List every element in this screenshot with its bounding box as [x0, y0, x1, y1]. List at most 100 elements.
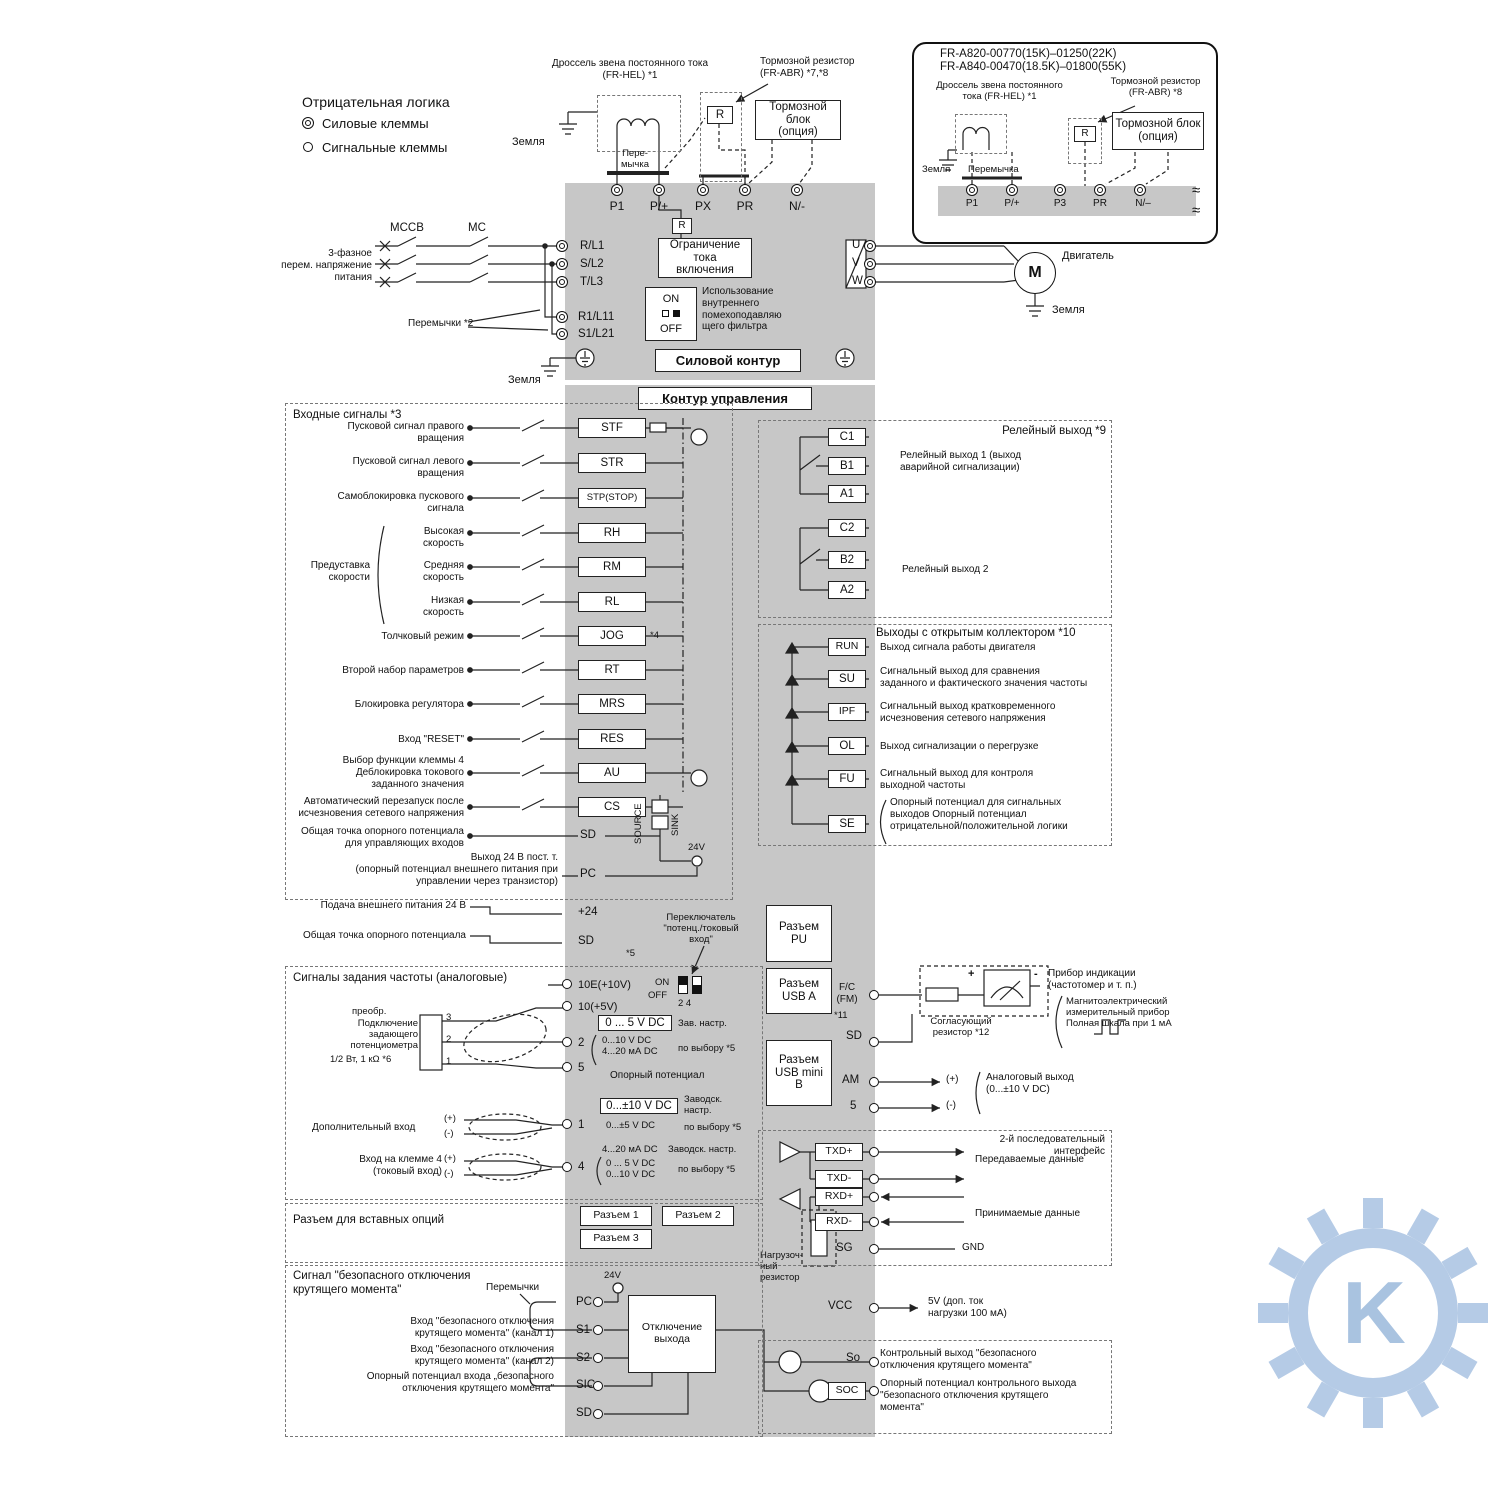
- rx-data-label: Принимаемые данные: [975, 1208, 1081, 1219]
- terminal-pr-circle: [739, 184, 751, 196]
- indicator-label: Прибор индикации (частотомер и т. п.): [1048, 968, 1137, 991]
- label-cs: Автоматический перезапуск после исчезнов…: [298, 796, 464, 819]
- terminal-cs: CS: [578, 797, 646, 817]
- group-box-collector: [758, 624, 1112, 846]
- label-pc: Выход 24 В пост. т. (опорный потенциал в…: [355, 852, 558, 887]
- dip-switch-4[interactable]: [692, 976, 702, 994]
- terminal-a2: A2: [828, 581, 866, 599]
- safety-jumpers-label: Перемычки: [486, 1282, 540, 1293]
- terminal-nminus: N/-: [789, 199, 805, 213]
- label-run: Выход сигнала работы двигателя: [880, 642, 1036, 653]
- terminal-au: AU: [578, 763, 646, 783]
- terminal-stp-stop: STP(STOP): [578, 488, 646, 508]
- terminal-rh: RH: [578, 523, 646, 543]
- label-se: Опорный потенциал для сигнальных выходов…: [890, 797, 1068, 832]
- relay1-label: Релейный выход 1 (выход аварийной сигнал…: [900, 450, 1022, 473]
- aux-input-label: Дополнительный вход: [312, 1122, 416, 1133]
- inset-terminal-p1: P1: [965, 198, 979, 209]
- inset-brake-unit-box: Тормозной блок (опция): [1112, 112, 1204, 150]
- note-5: *5: [626, 948, 635, 959]
- dip-switch-2[interactable]: [678, 976, 688, 994]
- options-title: Разъем для вставных опций: [293, 1214, 445, 1226]
- terminal-mrs: MRS: [578, 694, 646, 714]
- option-connector-2[interactable]: Разъем 2: [662, 1206, 734, 1226]
- mccb-label: MCCB: [390, 222, 424, 234]
- range-1-select: 0...±5 V DC: [606, 1120, 656, 1131]
- jog-note: *4: [650, 630, 659, 641]
- terminal-vcc: VCC: [828, 1300, 853, 1312]
- terminal-tl3: T/L3: [580, 276, 604, 288]
- terminal-r1l11: R1/L11: [578, 311, 615, 323]
- terminal-jog: JOG: [578, 626, 646, 646]
- terminal-sd: SD: [580, 829, 596, 841]
- brake-resistor-box: [700, 92, 742, 182]
- pot-converter-label: преобр.: [352, 1006, 387, 1017]
- terminal-10e-circle: [562, 979, 572, 989]
- label-s2: Вход "безопасного отключения крутящего м…: [410, 1344, 554, 1367]
- inset-terminal-p3: P3: [1053, 198, 1067, 209]
- label-stf: Пусковой сигнал правого вращения: [347, 421, 464, 444]
- connector-usb-mini-b[interactable]: Разъем USB mini B: [766, 1040, 832, 1106]
- control-circuit-title: Контур управления: [638, 387, 812, 410]
- terminal-pr: PR: [736, 199, 754, 213]
- inset-box: [912, 42, 1218, 244]
- terminal-pc-safety: PC: [576, 1296, 592, 1308]
- safety-title: Сигнал "безопасного отключения крутящего…: [293, 1270, 471, 1296]
- terminal-s1: S1: [576, 1324, 591, 1336]
- terminal-u: U: [852, 239, 861, 251]
- inset-title-1: FR-A820-00770(15K)–01250(22K): [940, 48, 1117, 60]
- terminal-2: 2: [578, 1037, 585, 1049]
- terminal-sd-safety: SD: [576, 1407, 592, 1419]
- vcc-circle: [869, 1303, 879, 1313]
- terminal-sd3: SD: [846, 1030, 862, 1042]
- label-stp: Самоблокировка пускового сигнала: [337, 491, 464, 514]
- watermark-gear-icon: [1258, 1198, 1488, 1428]
- label-mrs: Блокировка регулятора: [354, 699, 464, 710]
- mc-label: MC: [468, 222, 486, 234]
- terminal-soc: SOC: [828, 1382, 866, 1400]
- load-resistor-label: Нагрузоч- ный резистор: [760, 1250, 803, 1284]
- terminal-rxd-plus: RXD+: [815, 1188, 863, 1206]
- terminal-c1: C1: [828, 428, 866, 446]
- label-plus24: Подача внешнего питания 24 В: [320, 900, 466, 911]
- terminal-1: 1: [578, 1119, 585, 1131]
- label-rm: Средняя скорость: [423, 560, 464, 583]
- label-sd: Общая точка опорного потенциала для упра…: [301, 826, 464, 849]
- inset-terminal-p3-circle: [1054, 184, 1066, 196]
- terminal-px: PX: [694, 199, 711, 213]
- txd-plus-circle: [869, 1147, 879, 1157]
- emc-filter-switch[interactable]: ON OFF: [645, 287, 697, 341]
- terminal-px-circle: [697, 184, 709, 196]
- brake-resistor-r: R: [707, 106, 733, 124]
- analog-output-label: Аналоговый выход (0...±10 V DC): [986, 1072, 1074, 1095]
- watermark-letter: K: [1342, 1263, 1406, 1362]
- terminal-pplus: P/+: [649, 199, 669, 213]
- emc-filter-label: Использование внутреннего помехоподавляю…: [702, 286, 782, 333]
- terminal-am-circle: [869, 1077, 879, 1087]
- inset-ground-label: Земля: [922, 164, 951, 175]
- inset-terminal-p1-circle: [966, 184, 978, 196]
- relay2-label: Релейный выход 2: [902, 564, 989, 575]
- rxd-minus-circle: [869, 1217, 879, 1227]
- terminal-b2: B2: [828, 551, 866, 569]
- sd-safety-circle: [593, 1409, 603, 1419]
- terminal-p1: P1: [609, 199, 625, 213]
- group-box-options: [285, 1203, 763, 1263]
- terminal-5a: 5: [578, 1062, 585, 1074]
- pot-label: Подключение задающего потенциометра: [350, 1018, 418, 1052]
- terminal-rl1-circle: [556, 240, 568, 252]
- meter-plus: +: [968, 968, 975, 980]
- option-connector-1[interactable]: Разъем 1: [580, 1206, 652, 1226]
- terminal-s2: S2: [576, 1352, 591, 1364]
- dc-choke-label: Дроссель звена постоянного тока (FR-HEL)…: [551, 58, 709, 81]
- label-sic: Опорный потенциал входа „безопасного отк…: [366, 1371, 554, 1394]
- vcc-label: 5V (доп. ток нагрузки 100 мА): [928, 1296, 1007, 1319]
- terminal-sic: SIC: [576, 1379, 596, 1391]
- connector-usb-a[interactable]: Разъем USB A: [766, 968, 832, 1014]
- label-ipf: Сигнальный выход кратковременного исчезн…: [880, 701, 1056, 724]
- option-connector-3[interactable]: Разъем 3: [580, 1229, 652, 1249]
- range-4-factory-note: Заводск. настр.: [668, 1144, 737, 1155]
- connector-pu[interactable]: Разъем PU: [766, 905, 832, 962]
- range-4-factory: 4...20 мА DC: [602, 1144, 658, 1155]
